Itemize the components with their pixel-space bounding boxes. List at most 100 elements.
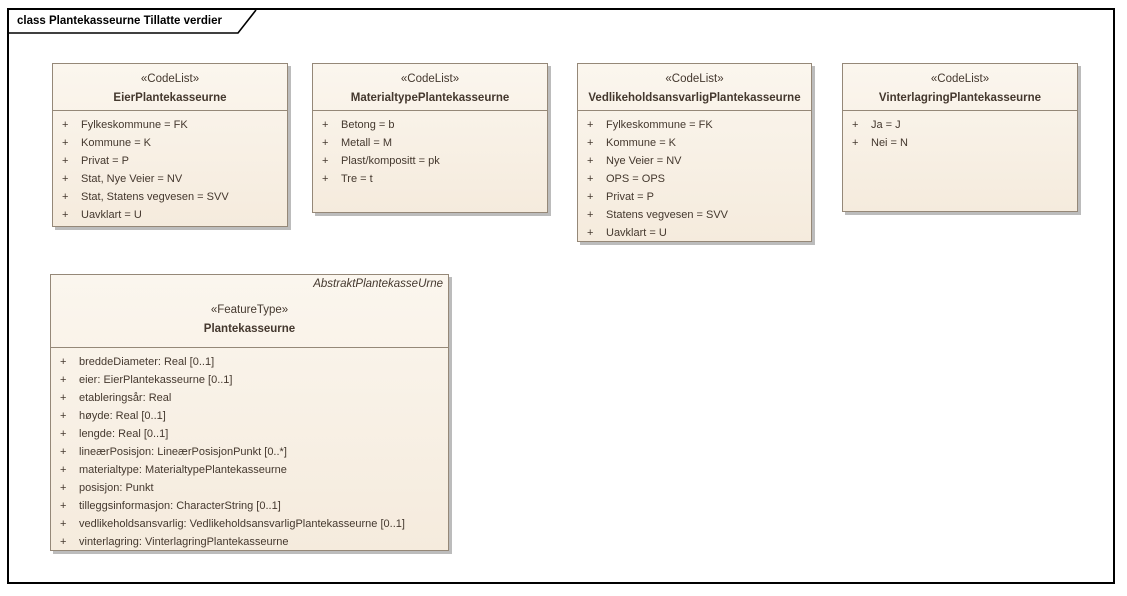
class-box-eierplantekasseurne[interactable]: «CodeList» EierPlantekasseurne + Fylkesk… xyxy=(52,63,288,227)
attribute-text: Nye Veier = NV xyxy=(606,155,682,167)
stereotype-label: «CodeList» xyxy=(400,73,460,85)
stereotype-label: «FeatureType» xyxy=(210,304,289,316)
visibility-plus: + xyxy=(60,464,67,476)
attribute-row: + OPS = OPS xyxy=(578,170,811,188)
attribute-text: eier: EierPlantekasseurne [0..1] xyxy=(79,374,233,386)
attribute-row: + Uavklart = U xyxy=(53,206,287,224)
attribute-text: Fylkeskommune = FK xyxy=(606,119,713,131)
attribute-text: materialtype: MaterialtypePlantekasseurn… xyxy=(79,464,287,476)
class-name: VedlikeholdsansvarligPlantekasseurne xyxy=(588,92,801,104)
frame-tab: class Plantekasseurne Tillatte verdier xyxy=(9,10,259,34)
attribute-row: + Kommune = K xyxy=(53,134,287,152)
visibility-plus: + xyxy=(60,392,67,404)
attribute-row: + Fylkeskommune = FK xyxy=(578,116,811,134)
class-box-plantekasseurne[interactable]: AbstraktPlantekasseUrne «FeatureType» Pl… xyxy=(50,274,449,551)
visibility-plus: + xyxy=(322,173,329,185)
visibility-plus: + xyxy=(60,518,67,530)
attribute-text: Plast/kompositt = pk xyxy=(341,155,440,167)
attribute-text: Metall = M xyxy=(341,137,393,149)
class-name: VinterlagringPlantekasseurne xyxy=(878,92,1042,104)
class-header: «CodeList» MaterialtypePlantekasseurne xyxy=(313,64,547,111)
attribute-row: + materialtype: MaterialtypePlantekasseu… xyxy=(51,461,448,479)
attribute-text: Ja = J xyxy=(871,119,901,131)
attribute-row: + Uavklart = U xyxy=(578,224,811,242)
attribute-text: Statens vegvesen = SVV xyxy=(606,209,728,221)
attribute-text: Fylkeskommune = FK xyxy=(81,119,188,131)
visibility-plus: + xyxy=(322,137,329,149)
class-box-materialtypeplantekasseurne[interactable]: «CodeList» MaterialtypePlantekasseurne +… xyxy=(312,63,548,213)
visibility-plus: + xyxy=(852,137,859,149)
diagram-frame: class Plantekasseurne Tillatte verdier «… xyxy=(7,8,1115,584)
attribute-row: + Privat = P xyxy=(578,188,811,206)
attribute-list: + Fylkeskommune = FK + Kommune = K + Nye… xyxy=(578,111,811,242)
class-header: «CodeList» VinterlagringPlantekasseurne xyxy=(843,64,1077,111)
attribute-row: + lengde: Real [0..1] xyxy=(51,425,448,443)
attribute-text: høyde: Real [0..1] xyxy=(79,410,166,422)
attribute-row: + breddeDiameter: Real [0..1] xyxy=(51,353,448,371)
visibility-plus: + xyxy=(587,173,594,185)
attribute-text: vinterlagring: VinterlagringPlantekasseu… xyxy=(79,536,289,548)
attribute-list: + Ja = J + Nei = N xyxy=(843,111,1077,152)
visibility-plus: + xyxy=(322,155,329,167)
visibility-plus: + xyxy=(587,155,594,167)
visibility-plus: + xyxy=(587,209,594,221)
attribute-text: posisjon: Punkt xyxy=(79,482,154,494)
attribute-text: Privat = P xyxy=(606,191,654,203)
attribute-text: Stat, Statens vegvesen = SVV xyxy=(81,191,229,203)
class-box-vinterlagringplantekasseurne[interactable]: «CodeList» VinterlagringPlantekasseurne … xyxy=(842,63,1078,212)
attribute-row: + Stat, Nye Veier = NV xyxy=(53,170,287,188)
visibility-plus: + xyxy=(60,428,67,440)
attribute-row: + Kommune = K xyxy=(578,134,811,152)
class-name: EierPlantekasseurne xyxy=(113,92,227,104)
attribute-text: OPS = OPS xyxy=(606,173,665,185)
visibility-plus: + xyxy=(60,356,67,368)
attribute-row: + Metall = M xyxy=(313,134,547,152)
attribute-row: + Plast/kompositt = pk xyxy=(313,152,547,170)
visibility-plus: + xyxy=(60,374,67,386)
visibility-plus: + xyxy=(587,227,594,239)
attribute-list: + Fylkeskommune = FK + Kommune = K + Pri… xyxy=(53,111,287,224)
visibility-plus: + xyxy=(62,155,69,167)
attribute-row: + posisjon: Punkt xyxy=(51,479,448,497)
visibility-plus: + xyxy=(60,500,67,512)
attribute-row: + høyde: Real [0..1] xyxy=(51,407,448,425)
visibility-plus: + xyxy=(322,119,329,131)
attribute-text: Betong = b xyxy=(341,119,395,131)
attribute-row: + tilleggsinformasjon: CharacterString [… xyxy=(51,497,448,515)
attribute-text: Privat = P xyxy=(81,155,129,167)
class-header: «CodeList» EierPlantekasseurne xyxy=(53,64,287,111)
stereotype-label: «CodeList» xyxy=(665,73,724,85)
visibility-plus: + xyxy=(60,536,67,548)
attribute-row: + Tre = t xyxy=(313,170,547,188)
attribute-text: Uavklart = U xyxy=(81,209,142,221)
attribute-row: + Nei = N xyxy=(843,134,1077,152)
attribute-row: + eier: EierPlantekasseurne [0..1] xyxy=(51,371,448,389)
attribute-row: + Privat = P xyxy=(53,152,287,170)
attribute-text: Kommune = K xyxy=(606,137,677,149)
visibility-plus: + xyxy=(62,209,69,221)
visibility-plus: + xyxy=(60,446,67,458)
class-header: AbstraktPlantekasseUrne «FeatureType» Pl… xyxy=(51,275,448,348)
visibility-plus: + xyxy=(60,482,67,494)
stereotype-label: «CodeList» xyxy=(140,73,200,85)
class-header: «CodeList» VedlikeholdsansvarligPlanteka… xyxy=(578,64,811,111)
attribute-row: + vinterlagring: VinterlagringPlantekass… xyxy=(51,533,448,551)
attribute-row: + Betong = b xyxy=(313,116,547,134)
visibility-plus: + xyxy=(62,191,69,203)
visibility-plus: + xyxy=(60,410,67,422)
frame-tab-shape xyxy=(9,10,257,34)
class-box-vedlikeholdsansvarligplantekasseurne[interactable]: «CodeList» VedlikeholdsansvarligPlanteka… xyxy=(577,63,812,242)
attribute-list: + Betong = b + Metall = M + Plast/kompos… xyxy=(313,111,547,188)
attribute-row: + Ja = J xyxy=(843,116,1077,134)
visibility-plus: + xyxy=(62,173,69,185)
attribute-row: + Nye Veier = NV xyxy=(578,152,811,170)
visibility-plus: + xyxy=(852,119,859,131)
visibility-plus: + xyxy=(587,119,594,131)
attribute-row: + Stat, Statens vegvesen = SVV xyxy=(53,188,287,206)
attribute-text: lineærPosisjon: LineærPosisjonPunkt [0..… xyxy=(79,446,287,458)
attribute-row: + vedlikeholdsansvarlig: Vedlikeholdsans… xyxy=(51,515,448,533)
visibility-plus: + xyxy=(587,137,594,149)
class-name: Plantekasseurne xyxy=(203,323,296,335)
attribute-text: Stat, Nye Veier = NV xyxy=(81,173,183,185)
visibility-plus: + xyxy=(587,191,594,203)
